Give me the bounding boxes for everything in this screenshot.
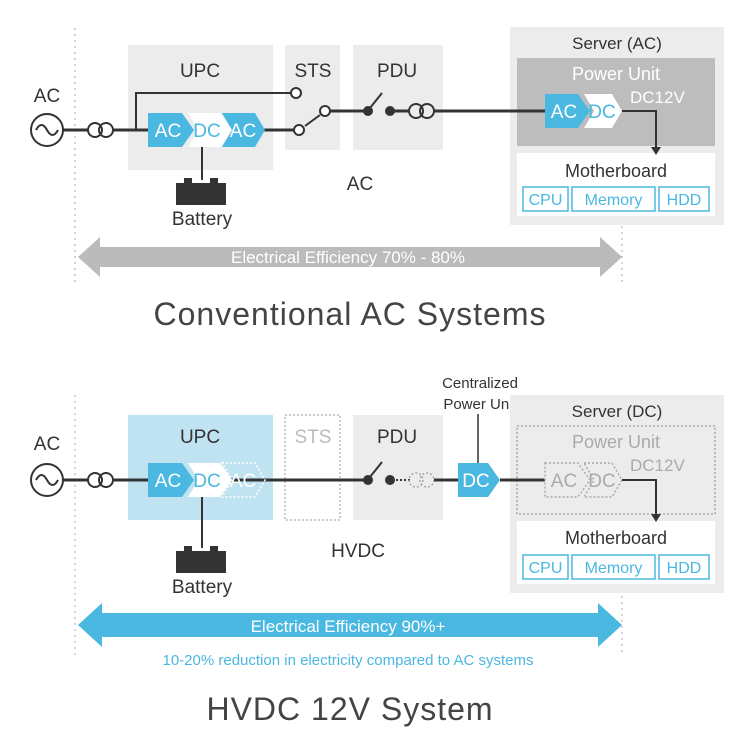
- dc-output-arrowhead: [651, 147, 661, 155]
- pdu-switch-dot-2: [385, 106, 395, 116]
- sts-label: STS: [295, 427, 332, 448]
- upc-converter-ac-in: AC: [148, 113, 194, 147]
- sts-contact-top: [290, 87, 302, 99]
- component-cpu: CPU: [522, 554, 569, 580]
- bypass-line: [135, 92, 291, 130]
- transformer-icon: [87, 472, 114, 488]
- system-title: HVDC 12V System: [206, 691, 493, 727]
- battery-label: Battery: [172, 209, 233, 230]
- centralized-dc-converter: DC: [458, 463, 500, 497]
- server-title: Server (AC): [572, 34, 662, 53]
- pdu-switch-dot-1: [363, 475, 373, 485]
- upc-converter-ac-out: AC: [222, 113, 265, 147]
- dc-output-line: [622, 110, 657, 148]
- svg-text:Memory: Memory: [585, 560, 643, 577]
- efficiency-arrow: Electrical Efficiency 70% - 80%: [78, 237, 622, 277]
- server-title: Server (DC): [572, 402, 663, 421]
- upc-converter-ac-out-bypassed: AC: [220, 462, 266, 498]
- svg-text:HDD: HDD: [667, 560, 702, 577]
- svg-text:CPU: CPU: [529, 192, 563, 209]
- power-unit-box: [516, 425, 716, 515]
- sts-pivot: [319, 105, 331, 117]
- efficiency-arrow: Electrical Efficiency 90%+: [78, 603, 622, 647]
- component-memory: Memory: [571, 554, 656, 580]
- svg-text:AC: AC: [230, 121, 256, 142]
- battery-icon: [176, 546, 226, 573]
- battery-label: Battery: [172, 577, 233, 598]
- ac-source-icon: [30, 463, 64, 497]
- sts-contact-bottom: [293, 124, 305, 136]
- system-title: Conventional AC Systems: [154, 296, 547, 332]
- bottom-section: AC UPC STS PDU Centralized Power Unit Se…: [30, 375, 724, 727]
- line-type-label: AC: [347, 174, 373, 195]
- svg-text:DC: DC: [588, 102, 615, 123]
- svg-text:DC: DC: [193, 121, 220, 142]
- efficiency-label: Electrical Efficiency 90%+: [251, 617, 446, 636]
- upc-converter-dc: DC: [188, 113, 232, 147]
- svg-text:AC: AC: [551, 102, 577, 123]
- power-unit-label: Power Unit: [572, 432, 660, 452]
- dc-output-arrowhead: [651, 514, 661, 522]
- centralized-label-line2: Power Unit: [443, 396, 517, 413]
- dc12v-label: DC12V: [630, 88, 685, 107]
- ac-source-label: AC: [34, 434, 60, 455]
- component-memory: Memory: [571, 186, 656, 212]
- svg-text:Memory: Memory: [585, 192, 643, 209]
- component-cpu: CPU: [522, 186, 569, 212]
- upc-label: UPC: [180, 61, 220, 82]
- dc12v-label: DC12V: [630, 456, 685, 475]
- svg-text:HDD: HDD: [667, 192, 702, 209]
- server-converter-ac-bypassed: AC: [544, 462, 591, 498]
- pdu-switch-arm: [369, 92, 383, 109]
- line-type-label: HVDC: [331, 541, 385, 562]
- pdu-box: [353, 415, 443, 520]
- svg-text:DC: DC: [462, 471, 489, 492]
- server-converter-ac: AC: [545, 94, 590, 128]
- server-converter-dc: DC: [584, 94, 622, 128]
- upc-box: [128, 45, 273, 170]
- centralized-label-line1: Centralized: [442, 375, 518, 392]
- transformer-icon: [87, 122, 114, 138]
- dc-output-line: [622, 479, 657, 515]
- reduction-note: 10-20% reduction in electricity compared…: [163, 652, 534, 669]
- svg-text:AC: AC: [155, 471, 181, 492]
- efficiency-label: Electrical Efficiency 70% - 80%: [231, 248, 465, 267]
- svg-text:DC: DC: [193, 471, 220, 492]
- ac-source-icon: [30, 113, 64, 147]
- pdu-switch-arm: [369, 461, 383, 478]
- power-unit-label: Power Unit: [572, 64, 660, 84]
- pdu-switch-dot-1: [363, 106, 373, 116]
- sts-switch-arm: [304, 114, 321, 127]
- pdu-switch-dot-2: [385, 475, 395, 485]
- pdu-label: PDU: [377, 61, 417, 82]
- upc-converter-ac-in: AC: [148, 463, 194, 497]
- svg-text:AC: AC: [230, 471, 256, 492]
- pdu-box: [353, 45, 443, 150]
- svg-text:CPU: CPU: [529, 560, 563, 577]
- motherboard-label: Motherboard: [565, 528, 667, 548]
- component-hdd: HDD: [658, 186, 710, 212]
- motherboard-label: Motherboard: [565, 161, 667, 181]
- component-hdd: HDD: [658, 554, 710, 580]
- pdu-label: PDU: [377, 427, 417, 448]
- sts-label: STS: [295, 61, 332, 82]
- server-converter-dc-bypassed: DC: [582, 462, 623, 498]
- upc-label: UPC: [180, 427, 220, 448]
- svg-text:AC: AC: [551, 471, 577, 492]
- svg-text:AC: AC: [155, 121, 181, 142]
- top-section: AC UPC STS PDU Server (AC) Power Unit DC…: [30, 27, 724, 332]
- upc-converter-dc: DC: [188, 463, 232, 497]
- svg-text:DC: DC: [588, 471, 615, 492]
- ac-source-label: AC: [34, 86, 60, 107]
- battery-icon: [176, 178, 226, 205]
